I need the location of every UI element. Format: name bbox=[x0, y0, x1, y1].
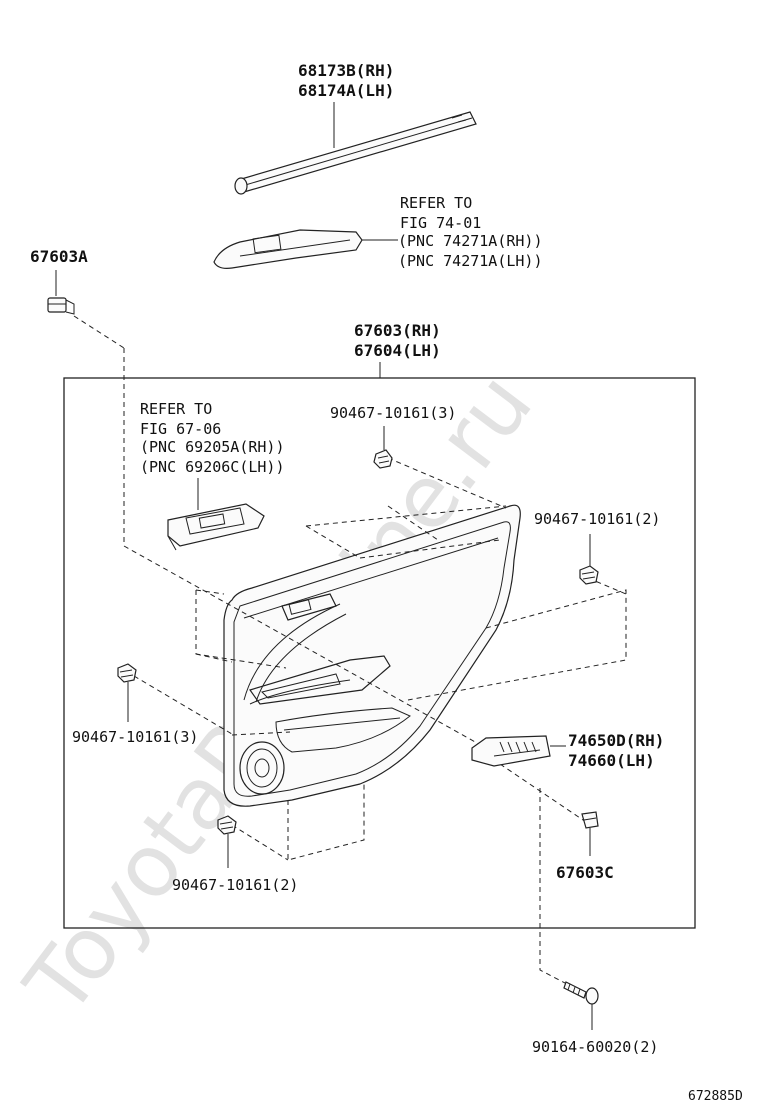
clip-bottom-part bbox=[217, 815, 237, 835]
label-switch-ref-2: FIG 74-01 bbox=[400, 214, 481, 232]
diagram-code: 672885D bbox=[688, 1089, 743, 1104]
handle-bezel-part bbox=[167, 503, 265, 551]
clip-right-part bbox=[579, 565, 599, 585]
label-clip-left: 90467-10161(3) bbox=[72, 728, 198, 746]
label-clip-right: 90467-10161(2) bbox=[534, 510, 660, 528]
clip-left-part bbox=[117, 663, 137, 683]
label-switch-ref-4: (PNC 74271A(LH)) bbox=[398, 252, 543, 270]
clip-upper-part bbox=[373, 449, 393, 469]
belt-molding-part bbox=[234, 111, 477, 195]
label-door-trim-rh: 67603(RH) bbox=[354, 321, 441, 340]
label-belt-molding-lh: 68174A(LH) bbox=[298, 81, 394, 100]
label-belt-molding-rh: 68173B(RH) bbox=[298, 61, 394, 80]
label-door-trim-lh: 67604(LH) bbox=[354, 341, 441, 360]
label-67603c: 67603C bbox=[556, 863, 614, 882]
label-handle-ref-3: (PNC 69205A(RH)) bbox=[140, 438, 285, 456]
clip-67603a-part bbox=[47, 297, 75, 315]
label-ashtray-lh: 74660(LH) bbox=[568, 751, 655, 770]
label-handle-ref-1: REFER TO bbox=[140, 400, 212, 418]
label-handle-ref-4: (PNC 69206C(LH)) bbox=[140, 458, 285, 476]
label-switch-ref-3: (PNC 74271A(RH)) bbox=[398, 232, 543, 250]
label-handle-ref-2: FIG 67-06 bbox=[140, 420, 221, 438]
installation-guides bbox=[73, 315, 627, 997]
label-67603a: 67603A bbox=[30, 247, 88, 266]
door-trim-board-part bbox=[223, 504, 521, 807]
label-screw: 90164-60020(2) bbox=[532, 1038, 658, 1056]
screw-part bbox=[563, 981, 599, 1005]
clip-67603c-part bbox=[581, 811, 599, 829]
ashtray-part bbox=[471, 735, 551, 767]
label-clip-upper: 90467-10161(3) bbox=[330, 404, 456, 422]
label-switch-ref-1: REFER TO bbox=[400, 194, 472, 212]
label-ashtray-rh: 74650D(RH) bbox=[568, 731, 664, 750]
switch-base-part bbox=[213, 229, 363, 269]
label-clip-bottom: 90467-10161(2) bbox=[172, 876, 298, 894]
